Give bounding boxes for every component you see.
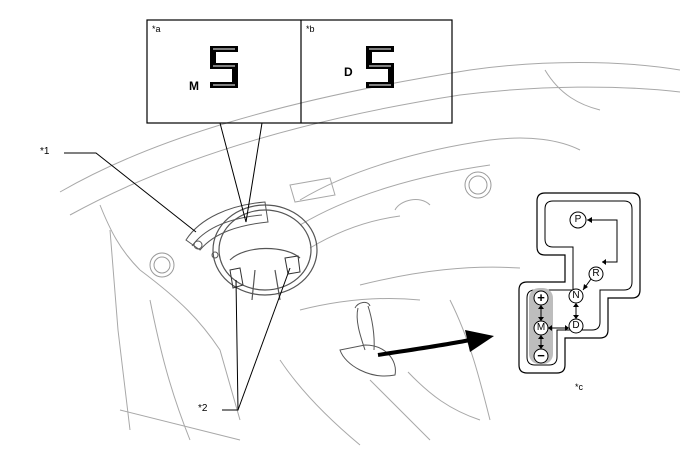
gate-position-n: N xyxy=(572,290,580,301)
callout-label-c: *c xyxy=(575,382,584,392)
gate-position-p: P xyxy=(574,214,582,225)
callout-label-1: *1 xyxy=(40,146,50,157)
combination-meter xyxy=(185,201,269,259)
display-callout xyxy=(146,19,453,124)
pointer-arrow xyxy=(377,330,494,357)
callout-label-a: *a xyxy=(152,24,161,34)
gate-upshift-plus: + xyxy=(537,290,545,305)
mode-letter-a: M xyxy=(189,79,199,93)
callout-label-2: *2 xyxy=(198,403,208,414)
gate-position-r: R xyxy=(592,268,600,279)
air-vent-right xyxy=(464,171,492,199)
shift-lever xyxy=(339,301,396,377)
shift-gate xyxy=(518,192,641,374)
gear-digit-b xyxy=(366,46,394,88)
air-vent-left xyxy=(149,252,175,278)
steering-wheel xyxy=(212,204,318,301)
gate-position-d: D xyxy=(572,320,580,331)
mode-letter-b: D xyxy=(344,65,353,79)
gate-downshift-minus: − xyxy=(537,348,545,363)
paddle-switch-right xyxy=(284,255,301,275)
paddle-switch-left xyxy=(229,267,244,289)
callout-label-b: *b xyxy=(306,24,315,34)
gate-position-m: M xyxy=(536,322,546,333)
dashboard-outline xyxy=(59,62,681,446)
callout-leaders xyxy=(64,122,291,411)
gear-digit-a xyxy=(210,46,238,88)
